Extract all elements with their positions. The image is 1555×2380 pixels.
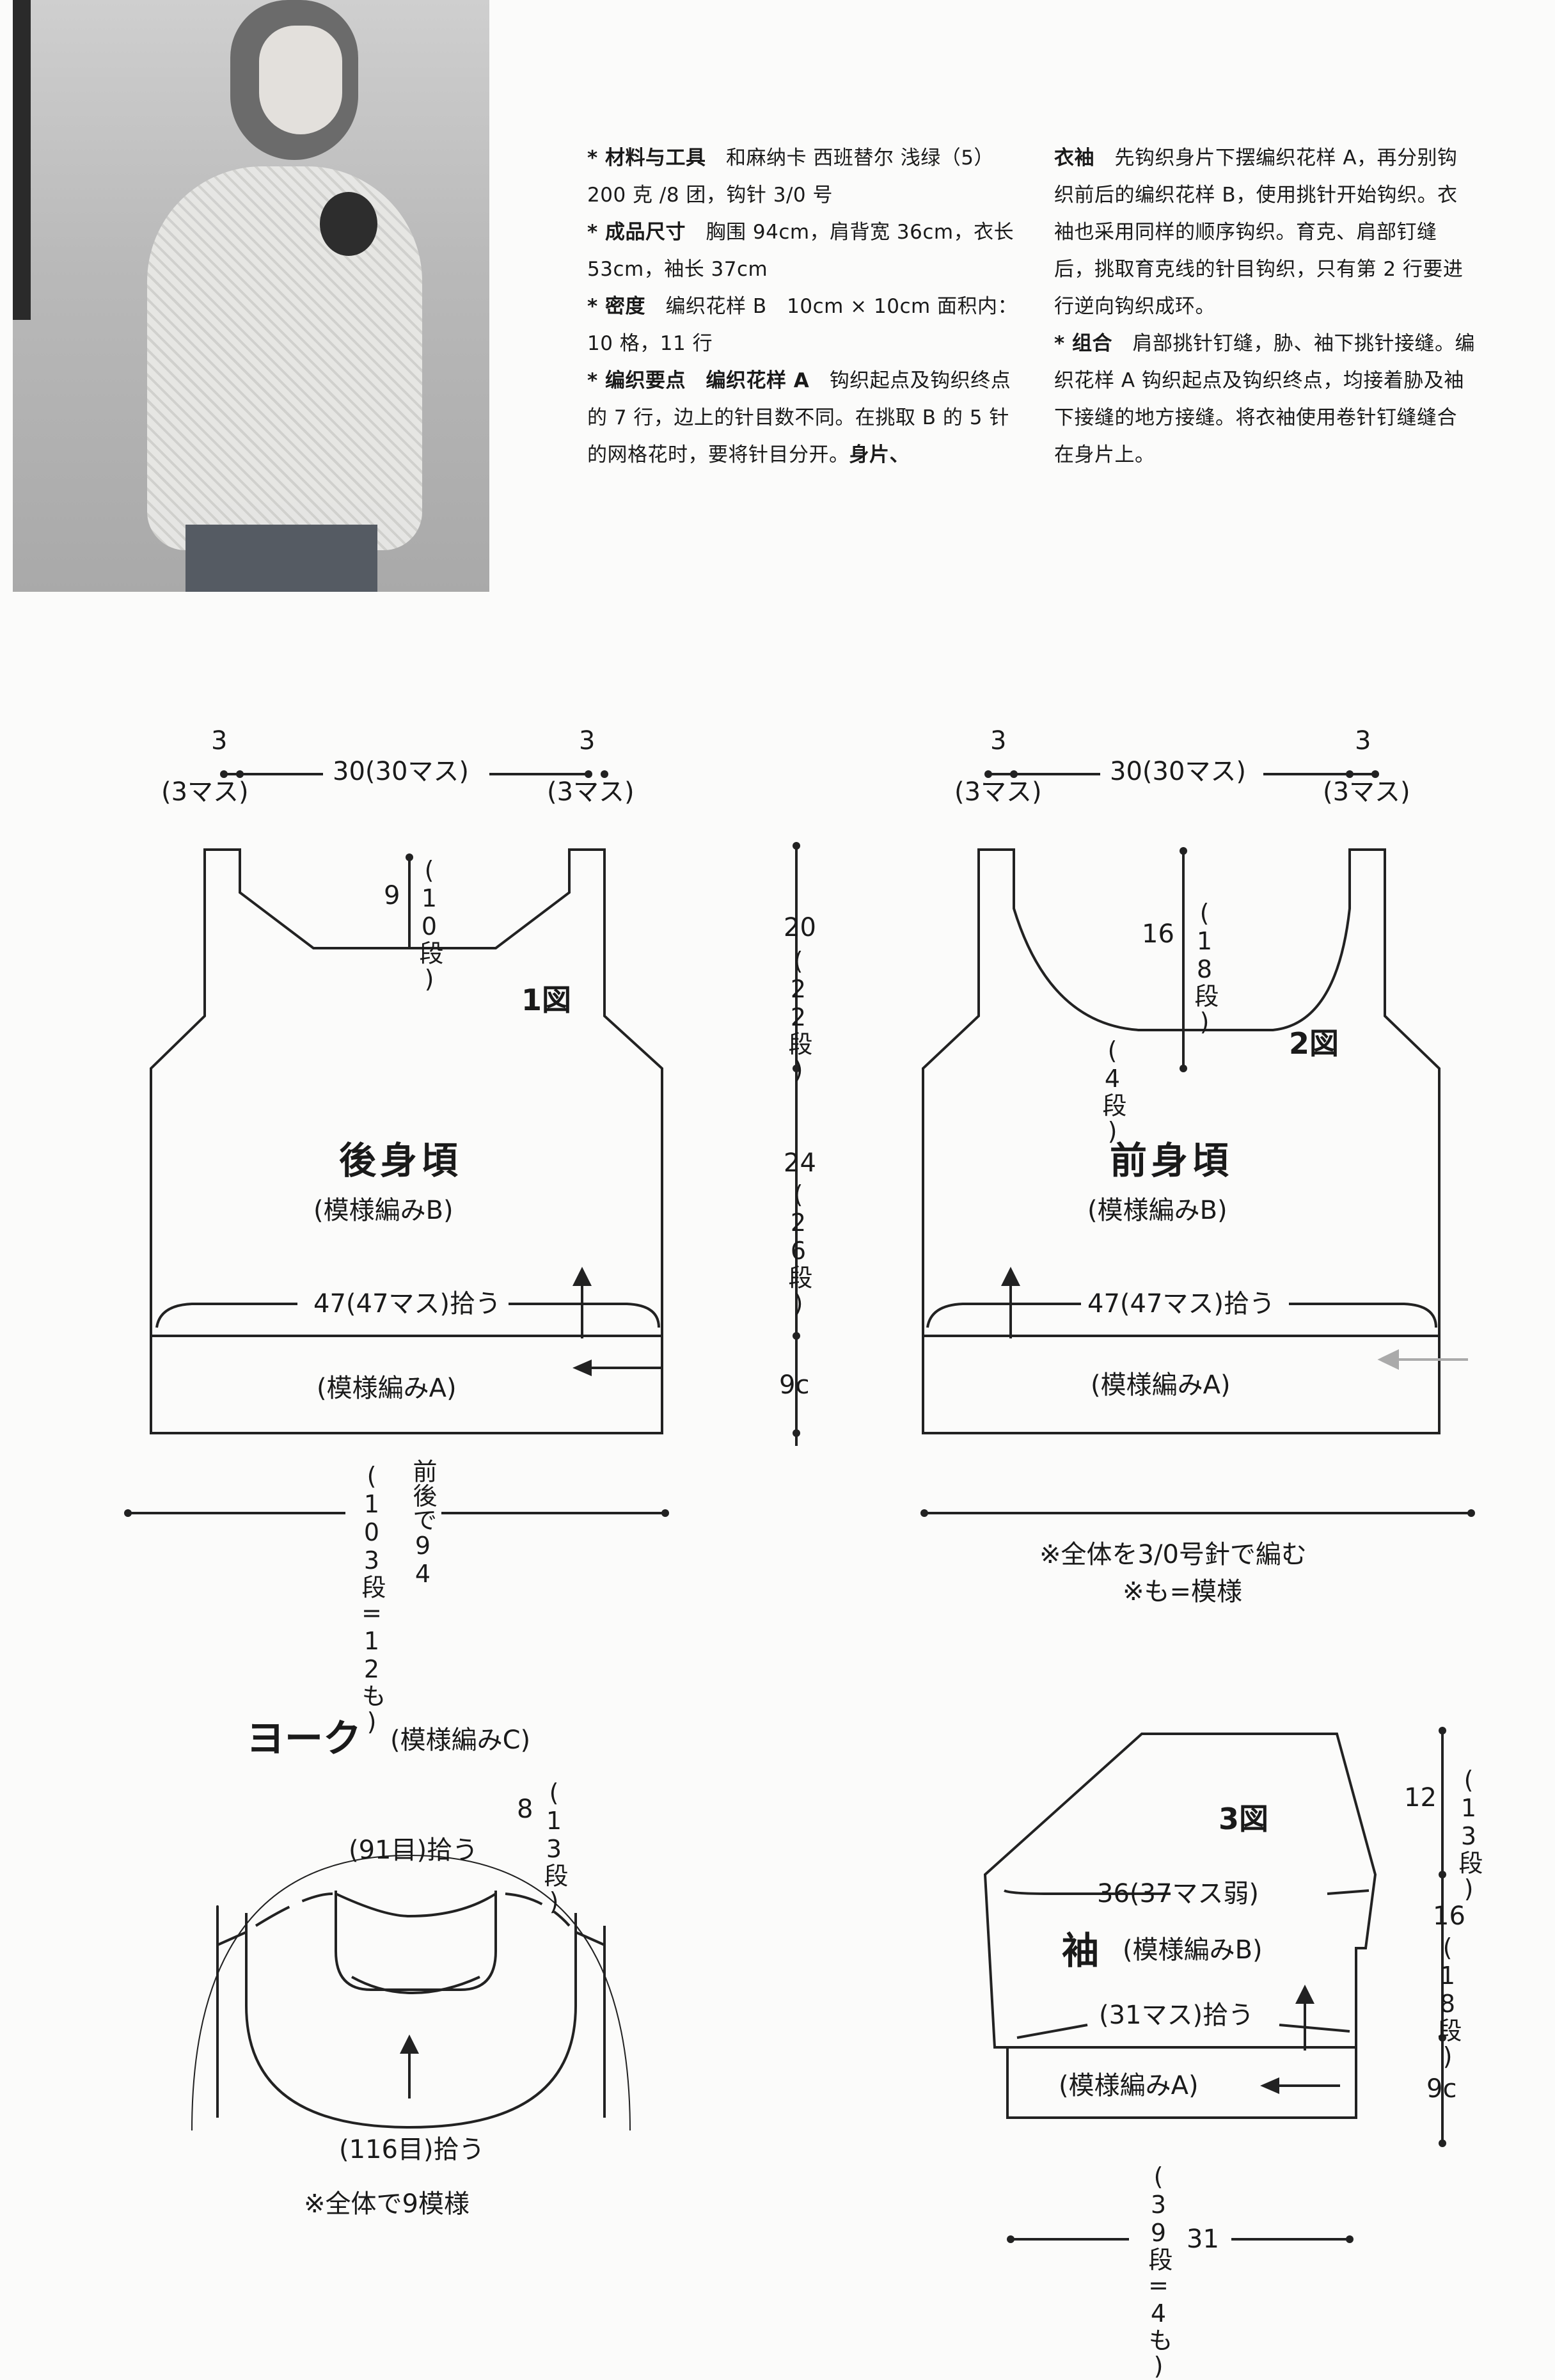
sleeve-mid-length: 16	[1433, 1901, 1465, 1931]
assembly-note: * 组合 肩部挑针钉缝，胁、袖下挑针接缝。编织花样 A 钩织起点及钩织终点，均接…	[1054, 332, 1476, 466]
sleeve-bottom-width: 31	[1187, 2225, 1219, 2254]
yoke-top-pickup: (91目)拾う	[349, 1836, 478, 1865]
notes-column-1: * 材料与工具 和麻纳卡 西班替尔 浅绿（5）200 克 /8 团，钩针 3/0…	[587, 139, 1022, 473]
sleeve-hem-length: 9c	[1426, 2074, 1457, 2104]
sleeve-name: 袖	[1062, 1929, 1103, 1972]
front-pickup-curve	[926, 1303, 1437, 1328]
fig1-neck-rows: (10段)	[415, 856, 443, 993]
back-pickup-curve	[155, 1303, 660, 1328]
yoke-bottom-pickup: (116目)拾う	[339, 2135, 485, 2164]
pattern-note: ※も=模様	[1123, 1577, 1243, 1606]
model-jeans	[185, 525, 377, 592]
front-body-pattern: (模様編みB)	[1087, 1196, 1227, 1225]
fig2-right-width: 3	[1355, 726, 1371, 756]
materials-note: * 材料与工具 和麻纳卡 西班替尔 浅绿（5）200 克 /8 团，钩针 3/0…	[587, 147, 994, 207]
sleeve-outline	[983, 1733, 1377, 2119]
fig2-neck-rows: (18段)	[1190, 899, 1219, 1036]
fig1-left-stitches: (3マス)	[161, 777, 249, 807]
sleeve-width: 36(37マス弱)	[1097, 1879, 1259, 1908]
notes-column-2: 衣袖 先钩织身片下摆编织花样 A，再分别钩织前后的编织花样 B，使用挑针开始钩织…	[1054, 139, 1476, 473]
size-note: * 成品尺寸 胸围 94cm，肩背宽 36cm，衣长 53cm，袖长 37cm	[587, 221, 1014, 281]
needle-note: ※全体を3/0号針で編む	[1039, 1540, 1307, 1569]
back-bottom-rows: (103段=12も)	[358, 1462, 386, 1736]
yoke-shape	[245, 1913, 577, 2129]
fig2-label: 2図	[1289, 1026, 1339, 1061]
sleeve-bottom-rows: (39段=4も)	[1144, 2162, 1172, 2380]
yoke-rows: (13段)	[540, 1779, 568, 1916]
yoke-neck	[335, 1891, 497, 1991]
photo-background-strip	[13, 0, 31, 320]
front-pickup: 47(47マス)拾う	[1087, 1289, 1275, 1319]
fig2-right-stitches: (3マス)	[1323, 777, 1410, 807]
side-dim-24-rows: (26段)	[784, 1180, 812, 1317]
sleeve-top-rows: (13段)	[1455, 1766, 1483, 1903]
fig2-left-stitches: (3マス)	[954, 777, 1042, 807]
sleeve-mid-rows: (18段)	[1433, 1933, 1462, 2070]
sleeve-pickup: (31マス)拾う	[1099, 2001, 1254, 2030]
yoke-height: 8	[517, 1795, 533, 1824]
fig1-right-width: 3	[579, 726, 596, 756]
sleeve-hem-pattern: (模様編みA)	[1059, 2071, 1199, 2100]
sleeve-note: 衣袖 先钩织身片下摆编织花样 A，再分别钩织前后的编织花样 B，使用挑针开始钩织…	[1054, 147, 1464, 318]
yoke-pattern: (模様編みC)	[390, 1726, 531, 1755]
fig1-left-width: 3	[211, 726, 228, 756]
back-hem-pattern: (模様編みA)	[317, 1374, 457, 1403]
points-note: * 编织要点 编织花样 A 钩织起点及钩织终点的 7 行，边上的针目数不同。在挑…	[587, 369, 1011, 466]
back-body-name: 後身頃	[339, 1139, 462, 1182]
fig1-right-stitches: (3マス)	[547, 777, 635, 807]
fig1-label: 1図	[521, 983, 572, 1017]
side-dim-20: 20	[784, 913, 816, 942]
fig2-mid-width: 30(30マス)	[1110, 757, 1247, 786]
diagram-lines	[124, 770, 1475, 2243]
back-pickup: 47(47マス)拾う	[313, 1289, 501, 1319]
yoke-top-edge	[255, 1892, 571, 1927]
front-hem-pattern: (模様編みA)	[1091, 1370, 1231, 1400]
back-bottom-total: 前後で94	[409, 1459, 437, 1588]
model-face	[259, 26, 342, 134]
back-body-pattern: (模様編みB)	[313, 1196, 454, 1225]
side-dim-20-rows: (22段)	[784, 947, 812, 1084]
fig2-neck-bottom-rows: (4段)	[1098, 1036, 1126, 1145]
sleeve-pattern: (模様編みB)	[1123, 1935, 1263, 1965]
flower-brooch	[320, 192, 377, 256]
front-body-outline	[922, 848, 1441, 1434]
gauge-note: * 密度 编织花样 B 10cm × 10cm 面积内：10 格，11 行	[587, 295, 1018, 355]
yoke-title: ヨーク	[246, 1717, 361, 1761]
fig1-neck-depth: 9	[384, 881, 400, 910]
sleeve-top-length: 12	[1404, 1783, 1437, 1813]
side-dim-9: 9c	[779, 1370, 810, 1400]
front-body-name: 前身頃	[1110, 1139, 1233, 1182]
fig3-label: 3図	[1219, 1802, 1269, 1836]
fig1-mid-width: 30(30マス)	[333, 757, 470, 786]
fig2-left-width: 3	[990, 726, 1007, 756]
side-dim-24: 24	[784, 1148, 816, 1178]
fig2-neck-depth: 16	[1142, 919, 1174, 949]
yoke-note: ※全体で9模様	[304, 2189, 470, 2219]
back-body-outline	[150, 848, 663, 1434]
model-photo	[13, 0, 489, 592]
